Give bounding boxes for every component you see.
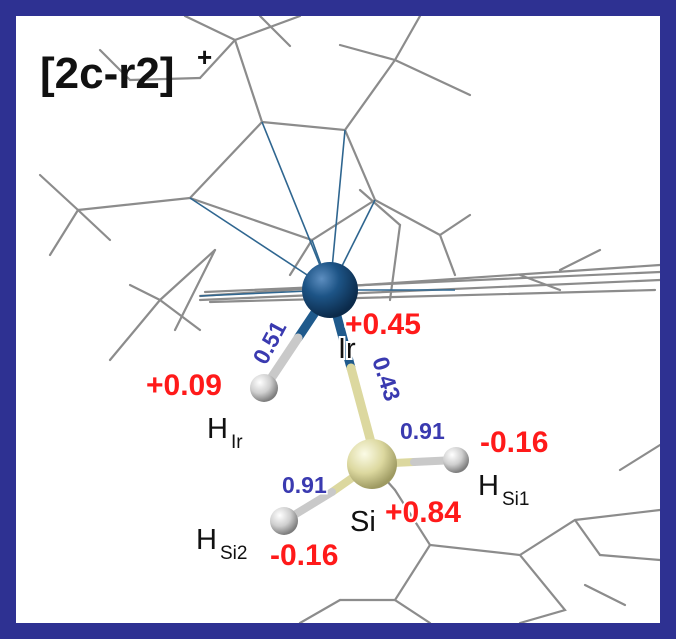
h-ir-label: H <box>207 413 228 445</box>
charge-h-si2: -0.16 <box>270 539 338 572</box>
h-si2-label-subscript: Si2 <box>220 543 247 564</box>
ir-atom-label: Ir <box>338 333 356 365</box>
h-si1-label: H <box>478 470 499 502</box>
h-si1-label-subscript: Si1 <box>502 489 529 510</box>
hydrogen-atom-si1 <box>443 447 469 473</box>
figure-title: [2c-r2] <box>40 49 175 98</box>
hydrogen-atom-si2 <box>270 507 298 535</box>
charge-h-si1: -0.16 <box>480 426 548 459</box>
charge-ir: +0.45 <box>345 308 421 341</box>
charge-si: +0.84 <box>385 496 461 529</box>
h-ir-label-subscript: Ir <box>231 432 243 453</box>
bond-order-si-h1: 0.91 <box>400 418 445 444</box>
hydrogen-atom-ir <box>250 374 278 402</box>
silicon-atom <box>347 439 397 489</box>
bond-order-ir-si: 0.43 <box>367 354 406 405</box>
si-atom-label: Si <box>350 506 376 538</box>
charge-h-ir: +0.09 <box>146 369 222 402</box>
h-si2-label: H <box>196 524 217 556</box>
bond-order-si-h2: 0.91 <box>282 472 327 498</box>
ligand-wireframe <box>38 16 660 623</box>
iridium-atom <box>302 262 358 318</box>
title-charge-superscript: + <box>197 42 212 72</box>
